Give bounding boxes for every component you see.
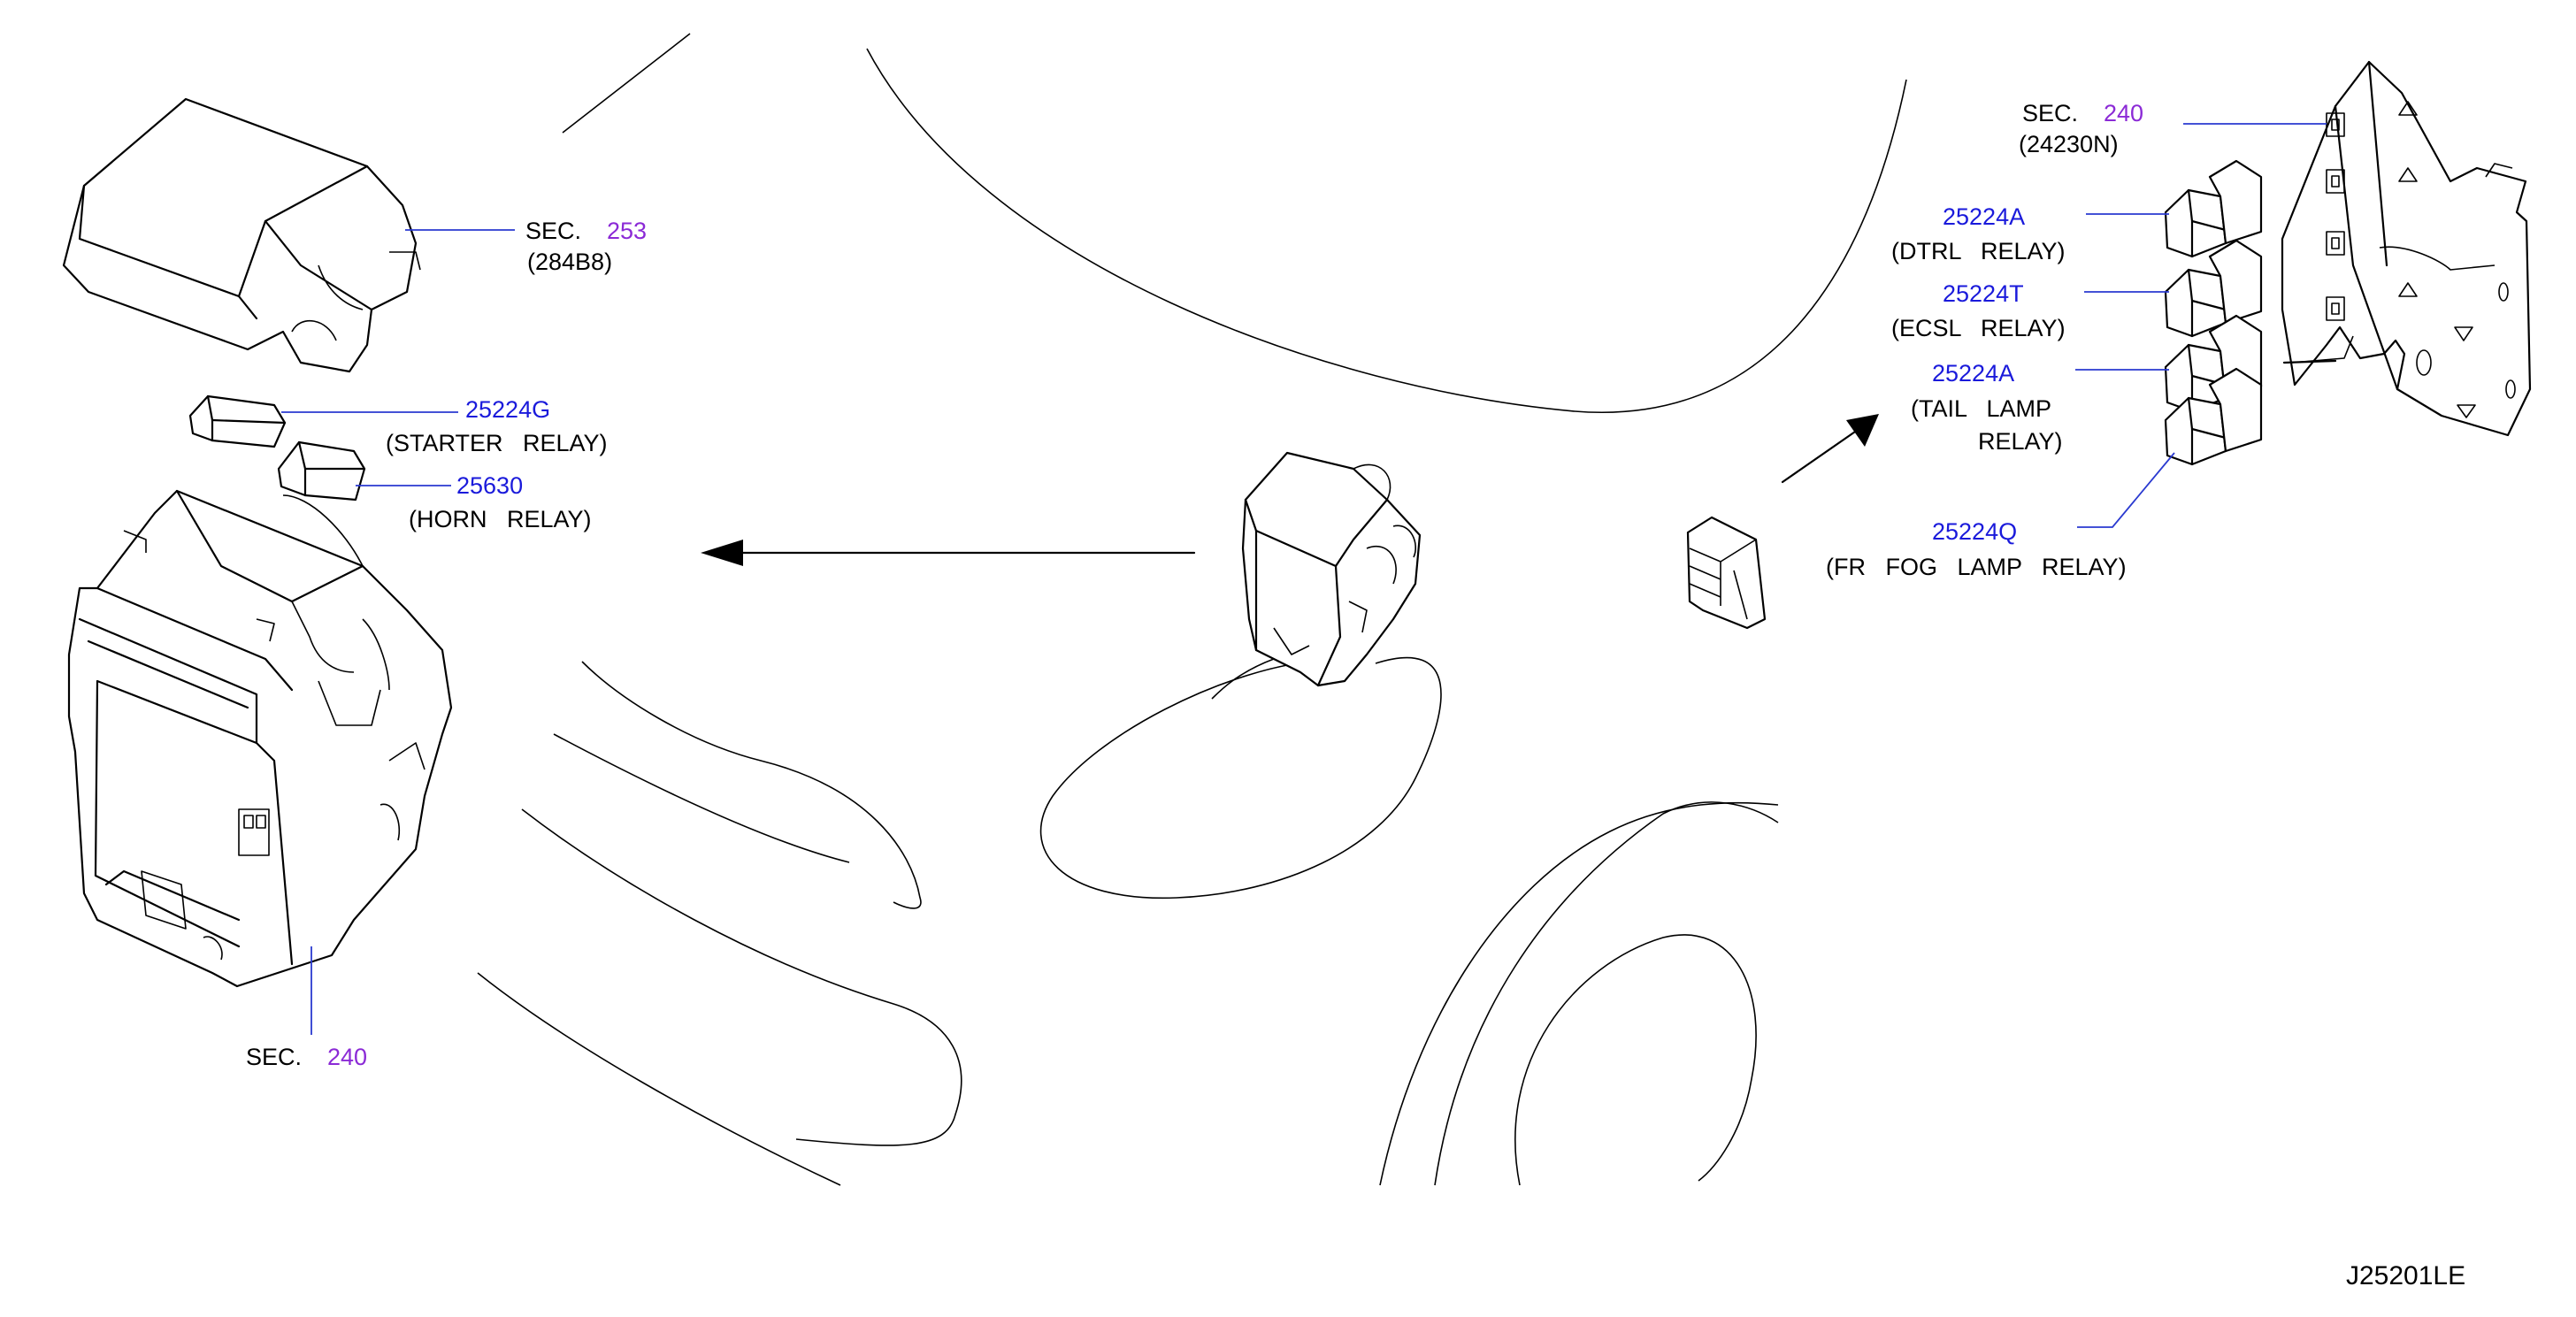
relay-box [67,489,453,988]
fuse-box-cover [62,97,421,373]
sec-240-right-subpart: (24230N) [2019,131,2119,157]
starter-relay-name: (STARTER RELAY) [386,430,608,456]
tail-lamp-relay-part-number[interactable]: 25224A [1932,360,2014,387]
leader-lines [281,123,2327,1035]
tail-lamp-relay-name-line1: (TAIL LAMP [1911,395,2051,422]
ecsl-relay-name: (ECSL RELAY) [1891,315,2066,341]
callout-horn-relay: 25630 (HORN RELAY) [409,472,592,532]
sec-253-subpart: (284B8) [527,249,612,275]
starter-relay-part-number[interactable]: 25224G [465,396,550,423]
sec-240-right-prefix: SEC. [2022,100,2078,126]
horn-relay-part-number[interactable]: 25630 [456,472,523,499]
sec-240-left-prefix: SEC. [246,1044,302,1070]
horn-relay-part [277,440,366,502]
center-relay-box [1241,451,1422,687]
starter-relay-part [188,394,287,448]
dtrl-relay-name: (DTRL RELAY) [1891,238,2066,264]
callout-sec-240-left: SEC. 240 [246,1044,367,1070]
callout-dtrl-relay: 25224A (DTRL RELAY) [1891,203,2066,264]
tail-lamp-relay-name-line2: RELAY) [1978,428,2063,455]
horn-relay-name: (HORN RELAY) [409,506,592,532]
callout-ecsl-relay: 25224T (ECSL RELAY) [1891,280,2066,341]
diagram-id: J25201LE [2346,1261,2465,1290]
arrow-left [701,540,1196,566]
sec-240-right-link[interactable]: 240 [2104,100,2143,126]
sec-240-left-link[interactable]: 240 [327,1044,367,1070]
fog-lamp-relay-part-number[interactable]: 25224Q [1932,518,2017,545]
vehicle-outline [477,33,1907,1186]
relay-stack [2164,159,2263,466]
ecsl-relay-part-number[interactable]: 25224T [1943,280,2024,307]
callout-starter-relay: 25224G (STARTER RELAY) [386,396,608,456]
relay-bracket [2281,60,2532,437]
callout-sec-253: SEC. 253 (284B8) [525,218,647,275]
sec-253-link[interactable]: 253 [607,218,647,244]
callout-sec-240-right: SEC. 240 (24230N) [2019,100,2143,157]
small-relay-cluster [1686,516,1767,630]
dtrl-relay-part-number[interactable]: 25224A [1943,203,2025,230]
sec-253-prefix: SEC. [525,218,581,244]
fog-lamp-relay-name: (FR FOG LAMP RELAY) [1826,554,2127,580]
callout-tail-lamp-relay: 25224A (TAIL LAMP RELAY) [1911,360,2063,455]
arrow-up-right [1781,414,1879,484]
callout-fog-lamp-relay: 25224Q (FR FOG LAMP RELAY) [1826,518,2127,580]
